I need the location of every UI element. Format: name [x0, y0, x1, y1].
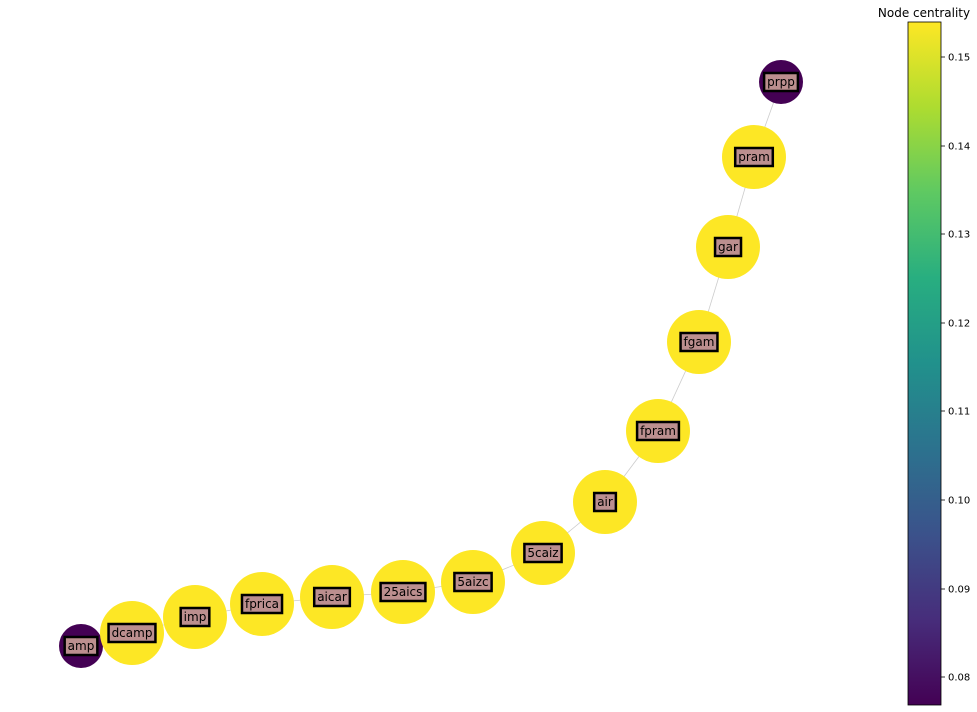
node-air: air [573, 470, 637, 534]
node-label: imp [184, 610, 207, 624]
node-label-box [635, 420, 681, 442]
node-imp: imp [163, 585, 227, 649]
colorbar-tick-label: 0.12 [948, 319, 970, 330]
node-label: dcamp [112, 626, 153, 640]
node-25aics: 25aics [371, 560, 435, 624]
node-label: amp [68, 639, 95, 653]
node-fpram: fpram [626, 399, 690, 463]
node-label: fprica [245, 597, 279, 611]
node-label-box [179, 606, 211, 628]
node-5caiz: 5caiz [511, 521, 575, 585]
node-amp: amp [59, 624, 103, 668]
node-label: fpram [640, 424, 676, 438]
node-label: 5aizc [457, 575, 488, 589]
node-label: 25aics [384, 585, 423, 599]
colorbar-tick-label: 0.14 [948, 142, 970, 153]
node-label: aicar [317, 590, 347, 604]
colorbar-tick-label: 0.10 [948, 496, 970, 507]
node-fprica: fprica [230, 572, 294, 636]
node-label: fgam [684, 335, 715, 349]
node-label: 5caiz [527, 546, 558, 560]
node-label-box [679, 331, 719, 353]
colorbar-tick-label: 0.15 [948, 53, 970, 64]
colorbar-tick-label: 0.11 [948, 407, 970, 418]
colorbar-tick-label: 0.08 [948, 673, 970, 684]
node-label: air [597, 495, 613, 509]
node-gar: gar [696, 215, 760, 279]
node-label-box [63, 635, 99, 657]
node-label-box [240, 593, 284, 615]
node-label-box [107, 622, 157, 644]
node-dcamp: dcamp [100, 601, 164, 665]
colorbar-title: Node centrality [878, 6, 970, 20]
node-label-box [762, 71, 800, 93]
colorbar-tick-label: 0.09 [948, 585, 970, 596]
colorbar-gradient [907, 21, 942, 706]
node-label-box [453, 571, 493, 593]
colorbar-ticks: 0.08 0.09 0.10 0.11 0.12 0.13 0.14 0.15 [941, 53, 970, 684]
colorbar-tick-label: 0.13 [948, 230, 970, 241]
node-fgam: fgam [667, 310, 731, 374]
node-aicar: aicar [300, 565, 364, 629]
nodes-layer: amp dcamp imp fprica aicar 25aics 5aizc 5caiz ai… [59, 60, 803, 668]
node-pram: pram [722, 125, 786, 189]
node-label-box [312, 586, 352, 608]
node-label: prpp [767, 75, 795, 89]
node-5aizc: 5aizc [441, 550, 505, 614]
node-label: pram [738, 150, 770, 164]
node-label: gar [718, 240, 738, 254]
node-label-box [523, 542, 563, 564]
colorbar: Node centrality 0.08 0.09 0.10 0.11 0.12 0.13… [878, 6, 970, 706]
node-label-box [713, 236, 743, 258]
node-label-box [379, 581, 427, 603]
node-label-box [733, 146, 775, 168]
node-prpp: prpp [759, 60, 803, 104]
node-label-box [592, 491, 618, 513]
